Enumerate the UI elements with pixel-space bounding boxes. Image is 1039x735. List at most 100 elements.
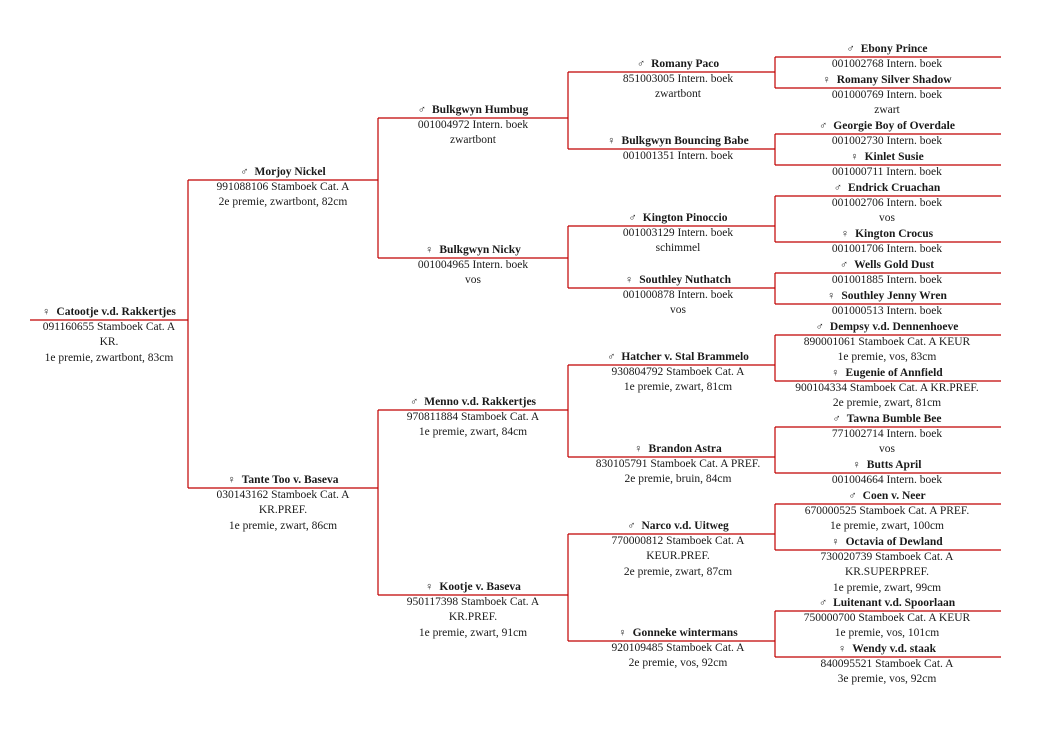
animal-detail-line: 001001885 Intern. boek [831,274,943,286]
animal-detail-line: 001001706 Intern. boek [831,243,943,255]
animal-name: Southley Nuthatch [639,273,731,286]
animal-detail-line: 001003129 Intern. boek [622,227,734,239]
pedigree-node-dam: ♀ Tante Too v. Baseva 030143162 Stamboek C… [163,473,403,535]
animal-name: Bulkgwyn Nicky [439,243,521,256]
animal-detail-line: 001000711 Intern. boek [832,166,942,178]
female-symbol-icon: ♀ [831,366,840,379]
male-symbol-icon: ♂ [832,412,841,425]
male-symbol-icon: ♂ [819,119,828,132]
animal-name: Menno v.d. Rakkertjes [424,395,537,408]
animal-name-row: ♂Georgie Boy of Overdale [767,119,1007,134]
male-symbol-icon: ♂ [839,258,849,271]
animal-name: Wells Gold Dust [854,258,935,271]
female-symbol-icon: ♀ [840,227,850,240]
animal-name: Bulkgwyn Bouncing Babe [621,134,749,147]
animal-name: Ebony Prince [860,42,928,55]
animal-name: Catootje v.d. Rakkertjes [56,305,176,318]
animal-detail-line: 001004965 Intern. boek [417,259,529,271]
male-symbol-icon: ♂ [818,596,828,609]
animal-name: Southley Jenny Wren [841,289,947,302]
female-symbol-icon: ♀ [42,305,51,318]
animal-detail-line: schimmel [655,242,701,255]
animal-name-row: ♀ Southley Jenny Wren [767,289,1007,304]
animal-name: Tawna Bumble Bee [846,412,942,425]
animal-detail-line: zwartbont [655,88,701,101]
animal-name: Romany Silver Shadow [836,73,952,86]
animal-name: Morjoy Nickel [254,165,326,178]
animal-name: Tante Too v. Baseva [241,473,339,486]
female-symbol-icon: ♀ [852,458,861,471]
pedigree-node-sire: ♂ Wells Gold Dust 001001885 Intern. boek [767,258,1007,289]
male-symbol-icon: ♂ [417,103,427,116]
animal-name: Octavia of Dewland [845,535,943,548]
animal-detail-line: 001004972 Intern. boek [417,119,529,131]
animal-name: Wendy v.d. staak [852,642,936,655]
animal-name-row: ♂Dempsy v.d. Dennenhoeve [767,320,1007,335]
animal-detail-line: 3e premie, vos, 92cm [837,673,937,686]
animal-detail-line: 2e premie, zwartbont, 82cm [218,196,348,209]
animal-detail-line: 770000812 Stamboek Cat. A [611,535,745,547]
animal-name-row: ♀Eugenie of Annfield [767,366,1007,381]
female-symbol-icon: ♀ [227,473,236,486]
female-symbol-icon: ♀ [634,442,643,455]
animal-name-row: ♂Narco v.d. Uitweg [558,519,798,534]
animal-name-row: ♀Kinlet Susie [767,150,1007,165]
animal-name-row: ♀Bulkgwyn Nicky [353,243,593,258]
male-symbol-icon: ♂ [240,165,249,178]
animal-name: Butts April [866,458,922,471]
female-symbol-icon: ♀ [822,73,831,86]
animal-detail-line: 001002706 Intern. boek [831,197,943,209]
animal-detail-line: vos [879,212,895,225]
animal-detail-line: 1e premie, zwart, 81cm [623,381,733,394]
animal-detail-line: 2e premie, bruin, 84cm [624,473,732,486]
animal-detail-line: 030143162 Stamboek Cat. A [216,489,350,501]
animal-detail-line: 851003005 Intern. boek [622,73,734,85]
animal-detail-line: 840095521 Stamboek Cat. A [820,658,954,670]
animal-name: Kootje v. Baseva [439,580,521,593]
male-symbol-icon: ♂ [846,42,855,55]
animal-detail-line: 991088106 Stamboek Cat. A [216,181,350,193]
animal-name: Gonneke wintermans [632,626,738,639]
animal-detail-line: 001004664 Intern. boek [831,474,943,486]
animal-name-row: ♂ Morjoy Nickel [163,165,403,180]
male-symbol-icon: ♂ [607,350,616,363]
animal-name: Dempsy v.d. Dennenhoeve [829,320,959,333]
female-symbol-icon: ♀ [827,289,836,302]
animal-detail-line: 730020739 Stamboek Cat. A [820,551,954,563]
animal-detail-line: 2e premie, vos, 92cm [628,657,728,670]
female-symbol-icon: ♀ [838,642,847,655]
animal-detail-line: 001000769 Intern. boek [831,89,943,101]
animal-detail-line: 1e premie, zwart, 99cm [832,581,942,594]
animal-name: Kington Pinoccio [642,211,728,224]
animal-detail-line: vos [879,443,895,456]
animal-name: Brandon Astra [648,442,722,455]
animal-detail-line: KR.PREF. [448,611,498,624]
animal-detail-line: 1e premie, vos, 101cm [834,627,940,640]
animal-name: Coen v. Neer [862,489,926,502]
animal-name-row: ♂Romany Paco [558,57,798,72]
animal-detail-line: 001001351 Intern. boek [622,150,734,162]
male-symbol-icon: ♂ [628,211,637,224]
animal-detail-line: KR.PREF. [258,504,308,517]
animal-detail-line: KEUR.PREF. [646,550,710,563]
pedigree-node-dam: ♀ Romany Silver Shadow 001000769 Intern. b… [767,73,1007,119]
animal-detail-line: 1e premie, vos, 83cm [837,351,937,364]
animal-name: Luitenant v.d. Spoorlaan [833,596,956,609]
